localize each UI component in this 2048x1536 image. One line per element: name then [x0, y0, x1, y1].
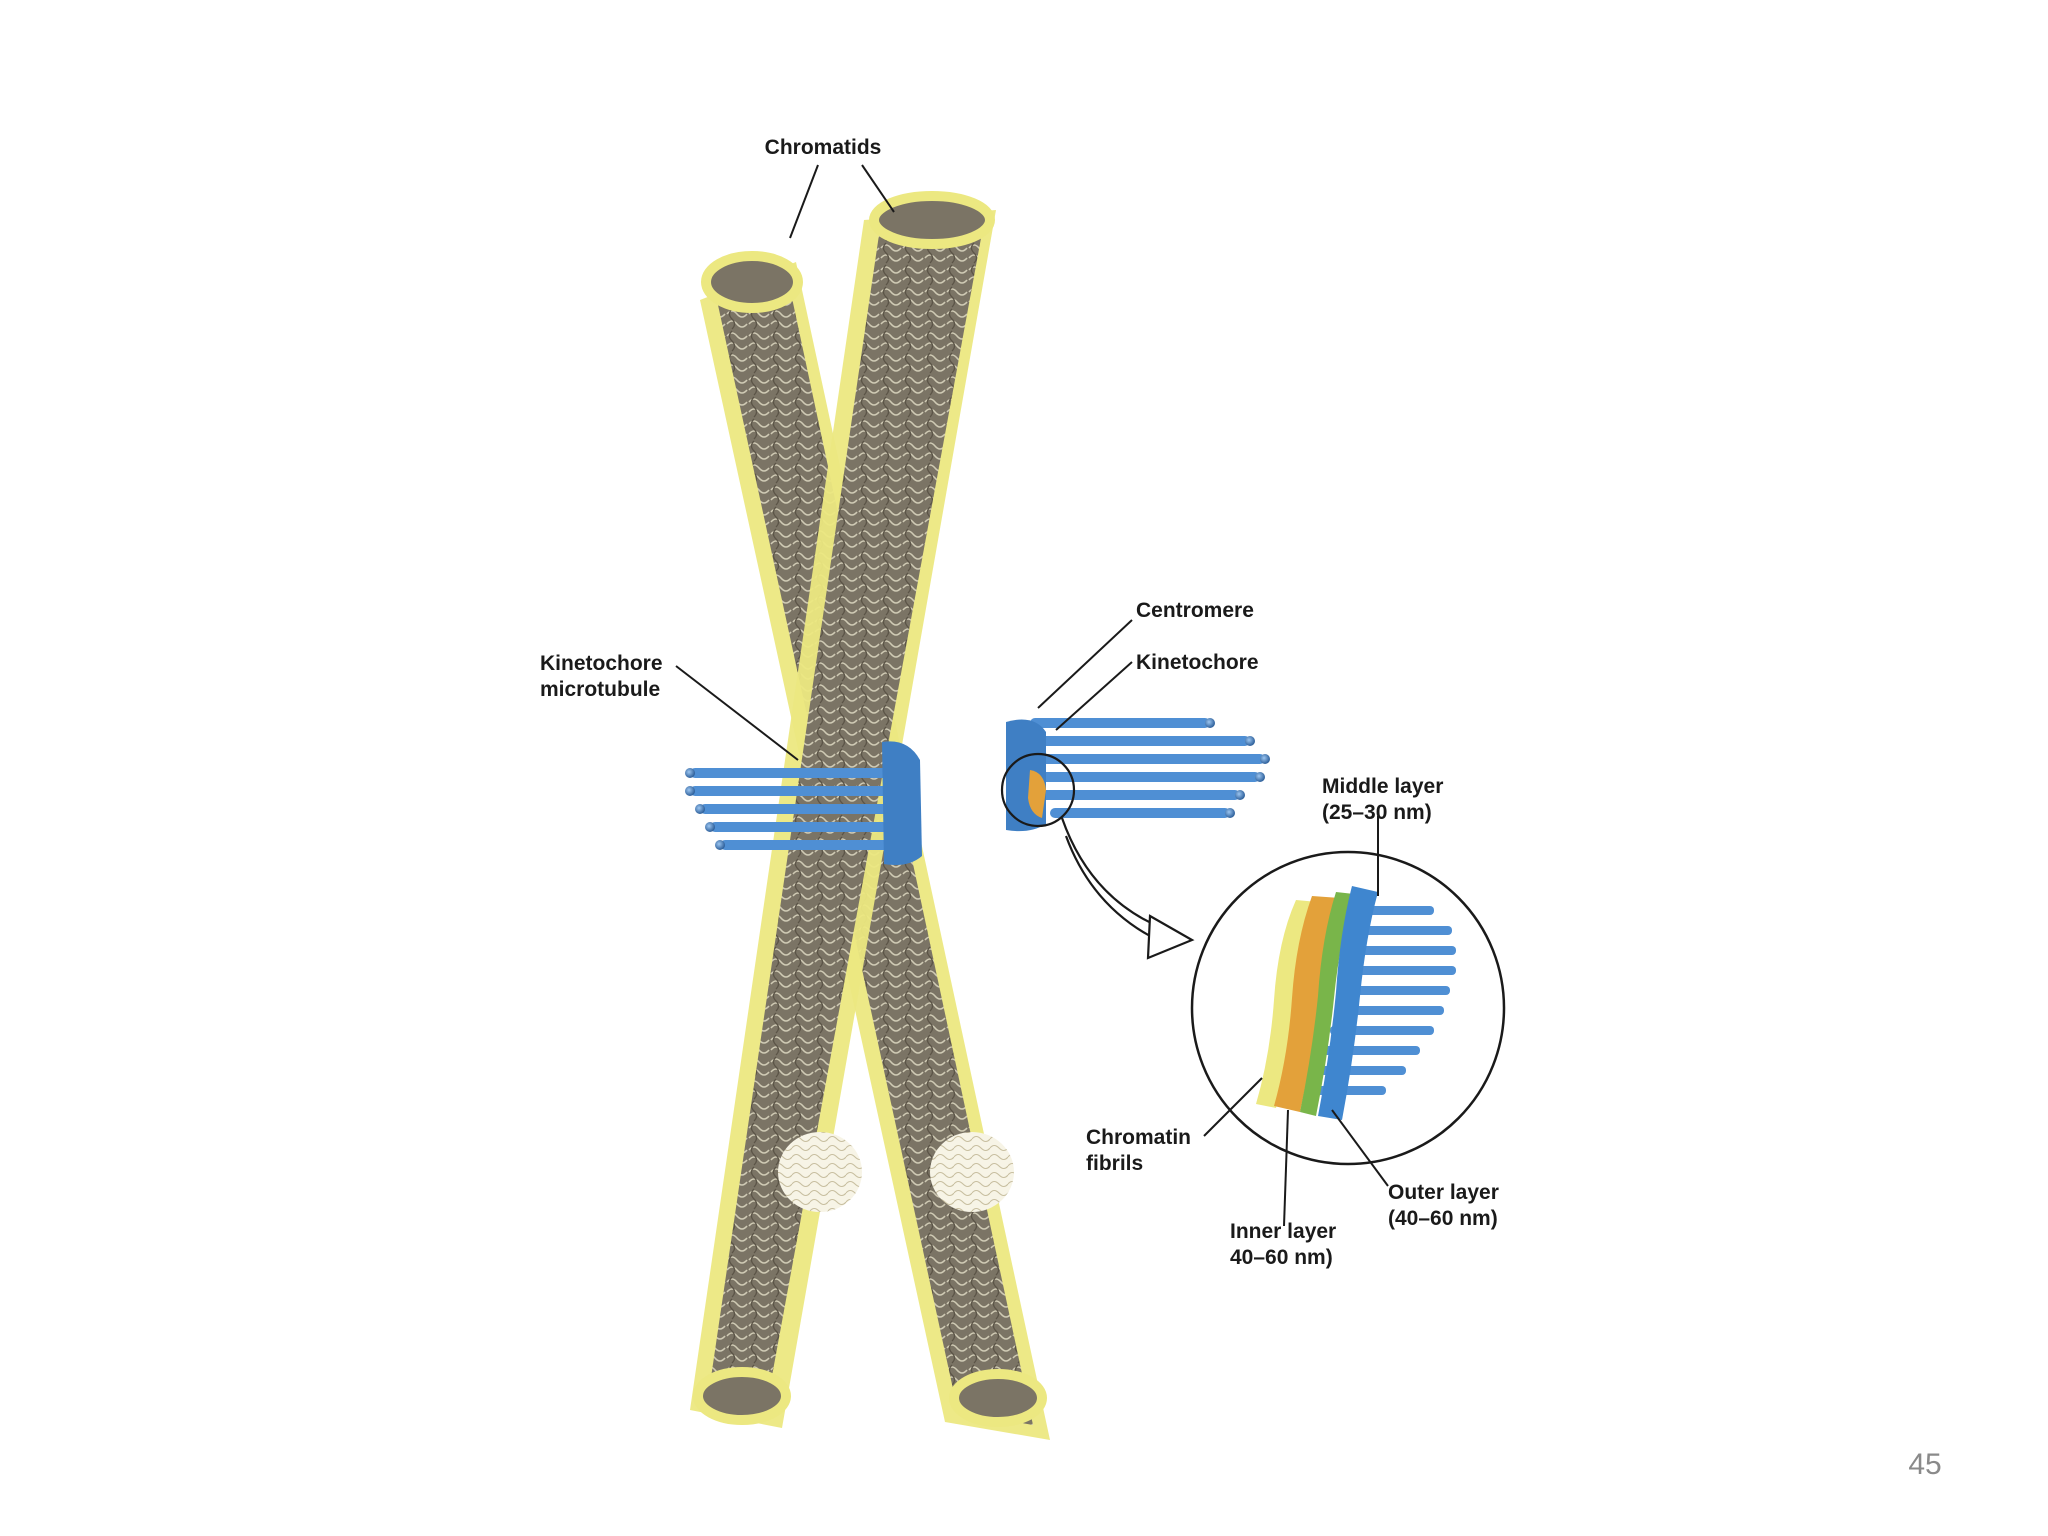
chromatin-fibrils-leader	[1203, 1077, 1263, 1137]
label-outer-layer-2: (40–60 nm)	[1388, 1207, 1498, 1230]
inner-layer-leader	[1283, 1109, 1289, 1227]
label-inner-layer-2: 40–60 nm)	[1230, 1246, 1333, 1269]
detail-highlight-fill	[1028, 770, 1046, 818]
label-middle-layer-2: (25–30 nm)	[1322, 801, 1432, 824]
label-middle-layer-1: Middle layer	[1322, 775, 1443, 798]
left-chromatid-bottom	[949, 1369, 1047, 1427]
label-chromatin-fibrils-2: fibrils	[1086, 1152, 1143, 1175]
left-decondensed-region	[778, 1132, 862, 1212]
right-chromatid-top	[869, 191, 995, 249]
left-chromatid-top	[701, 251, 803, 313]
label-chromatin-fibrils-1: Chromatin	[1086, 1126, 1191, 1149]
kinetochore-microtubule-leader	[675, 665, 799, 761]
label-chromatids: Chromatids	[765, 136, 882, 159]
chromatids-leader-left	[789, 164, 819, 239]
label-kinetochore-microtubule-1: Kinetochore	[540, 652, 663, 675]
right-kinetochore-microtubules	[1030, 718, 1270, 818]
page-number: 45	[1908, 1448, 1942, 1481]
magnify-arrow	[1060, 817, 1195, 960]
label-kinetochore: Kinetochore	[1136, 651, 1259, 674]
kinetochore-detail-inset	[1190, 850, 1506, 1166]
leader-lines	[675, 164, 1389, 1227]
chromatids-leader-right	[861, 164, 895, 213]
label-inner-layer-1: Inner layer	[1230, 1220, 1336, 1243]
label-outer-layer-1: Outer layer	[1388, 1181, 1499, 1204]
centromere-leader	[1037, 619, 1133, 709]
label-kinetochore-microtubule-2: microtubule	[540, 678, 660, 701]
right-chromatid	[690, 210, 996, 1428]
left-kinetochore-microtubules	[685, 768, 920, 850]
right-decondensed-region	[930, 1132, 1014, 1212]
outer-layer	[1318, 886, 1378, 1120]
label-centromere: Centromere	[1136, 599, 1254, 622]
detail-highlight-circle	[1000, 752, 1076, 828]
right-chromatid-body	[708, 222, 984, 1414]
kinetochore-leader	[1055, 661, 1133, 731]
right-chromatid-bottom	[693, 1367, 791, 1425]
left-kinetochore	[882, 741, 922, 865]
outer-layer-leader	[1331, 1109, 1389, 1187]
